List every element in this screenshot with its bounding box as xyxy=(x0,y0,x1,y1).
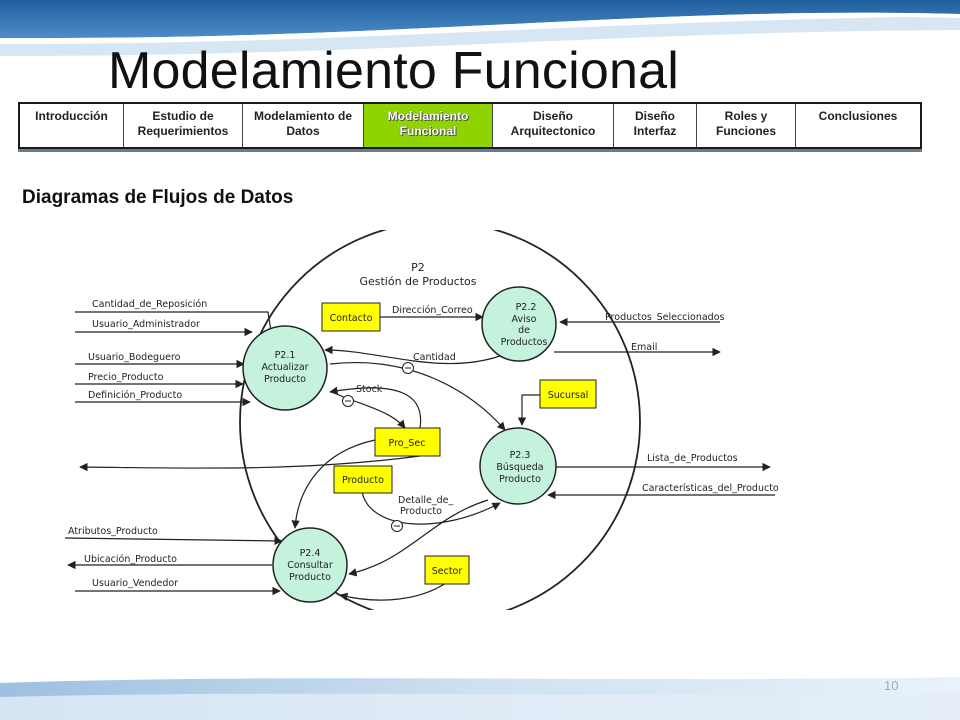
junction-cantidad xyxy=(402,362,414,374)
store-producto-label: Producto xyxy=(342,475,384,486)
store-pro-sec: Pro_Sec xyxy=(374,427,441,457)
tab-conclusiones[interactable]: Conclusiones xyxy=(818,109,898,123)
process-p2-4-line1: Consultar xyxy=(287,560,333,571)
label-stock: Stock xyxy=(356,384,383,395)
label-lista-de-productos: Lista_de_Productos xyxy=(647,453,738,464)
process-p2-2: P2.2 Aviso de Productos xyxy=(481,286,557,362)
process-p2-3-line1: Búsqueda xyxy=(496,462,543,473)
store-pro-sec-label: Pro_Sec xyxy=(389,438,426,449)
store-sucursal-label: Sucursal xyxy=(548,390,589,401)
process-p2-2-id: P2.2 xyxy=(516,302,537,313)
process-p2-1: P2.1 Actualizar Producto xyxy=(242,325,328,411)
flow-cantidad-to-p21 xyxy=(324,345,501,365)
tab-diseno-arquitectonico[interactable]: Diseño Arquitectonico xyxy=(493,104,614,147)
flow-stock-to-prosec xyxy=(331,391,406,429)
label-cantidad: Cantidad xyxy=(413,352,456,363)
label-productos-seleccionados: Productos_Seleccionados xyxy=(605,312,725,323)
tab-roles-y-funciones[interactable]: Roles y Funciones xyxy=(697,104,796,147)
tab-introduccion[interactable]: Introducción xyxy=(20,104,124,147)
process-p2-3-id: P2.3 xyxy=(510,450,531,461)
store-contacto: Contacto xyxy=(321,302,381,332)
store-sector: Sector xyxy=(424,555,470,585)
process-p2-4-line2: Producto xyxy=(289,572,331,583)
tab-diseno-interfaz[interactable]: Diseño Interfaz xyxy=(614,104,697,147)
section-nav: Introducción Estudio de Requerimientos M… xyxy=(18,102,922,149)
boundary-label-id: P2 xyxy=(411,261,425,274)
tab-modelamiento-de-datos[interactable]: Modelamiento de Datos xyxy=(243,104,364,147)
flow-prosec-to-p24 xyxy=(291,439,376,529)
boundary-label-name: Gestión de Productos xyxy=(359,275,476,288)
flow-producto-to-p23 xyxy=(361,491,501,525)
bottom-band xyxy=(0,677,960,720)
section-subtitle: Diagramas de Flujos de Datos xyxy=(22,187,294,208)
flow-prosec-to-p21 xyxy=(329,386,422,429)
top-band xyxy=(0,0,960,60)
process-p2-2-line3: Productos xyxy=(501,337,548,348)
process-p2-2-line2: de xyxy=(518,325,530,336)
data-flow-diagram: P2 Gestión de Productos xyxy=(64,230,779,610)
process-p2-1-line1: Actualizar xyxy=(261,362,308,373)
flow-detalle-to-p24 xyxy=(348,499,489,577)
label-precio-producto: Precio_Producto xyxy=(88,372,164,383)
label-ubicacion-producto: Ubicación_Producto xyxy=(84,554,177,565)
tab-modelamiento-funcional[interactable]: Modelamiento Funcional xyxy=(364,104,493,147)
flow-atributos-producto xyxy=(64,536,283,546)
process-p2-1-line2: Producto xyxy=(264,374,306,385)
slide-title: Modelamiento Funcional xyxy=(108,42,679,100)
process-p2-4-id: P2.4 xyxy=(300,548,321,559)
flow-sector-to-p24 xyxy=(339,582,447,601)
store-contacto-label: Contacto xyxy=(330,313,373,324)
page-number: 10 xyxy=(884,678,899,693)
label-usuario-vendedor: Usuario_Vendedor xyxy=(92,578,178,589)
label-atributos-producto: Atributos_Producto xyxy=(68,526,158,537)
store-sector-label: Sector xyxy=(432,566,463,577)
process-p2-1-id: P2.1 xyxy=(275,350,296,361)
label-detalle-line2: Producto xyxy=(400,506,442,517)
label-detalle-line1: Detalle_de_ xyxy=(398,495,453,506)
process-p2-2-line1: Aviso xyxy=(512,314,537,325)
store-sucursal: Sucursal xyxy=(539,379,597,409)
process-p2-3-line2: Producto xyxy=(499,474,541,485)
label-definicion-producto: Definición_Producto xyxy=(88,390,182,401)
process-p2-3: P2.3 Búsqueda Producto xyxy=(479,427,557,505)
label-usuario-bodeguero: Usuario_Bodeguero xyxy=(88,352,181,363)
flow-cantidad-to-p23 xyxy=(329,362,506,431)
label-email: Email xyxy=(631,342,657,353)
tab-estudio-de-requerimientos[interactable]: Estudio de Requerimientos xyxy=(124,104,243,147)
store-producto: Producto xyxy=(333,465,393,494)
label-caracteristicas-del-producto: Características_del_Producto xyxy=(642,483,779,494)
process-p2-4: P2.4 Consultar Producto xyxy=(272,527,348,603)
junction-detalle xyxy=(391,520,403,532)
flow-sucursal-to-p23 xyxy=(517,394,540,426)
junction-stock xyxy=(342,395,354,407)
label-cantidad-de-reposicion: Cantidad_de_Reposición xyxy=(92,299,207,310)
flow-outbound-left xyxy=(79,455,421,472)
label-direccion-correo: Dirección_Correo xyxy=(392,305,473,316)
label-usuario-administrador: Usuario_Administrador xyxy=(92,319,200,330)
